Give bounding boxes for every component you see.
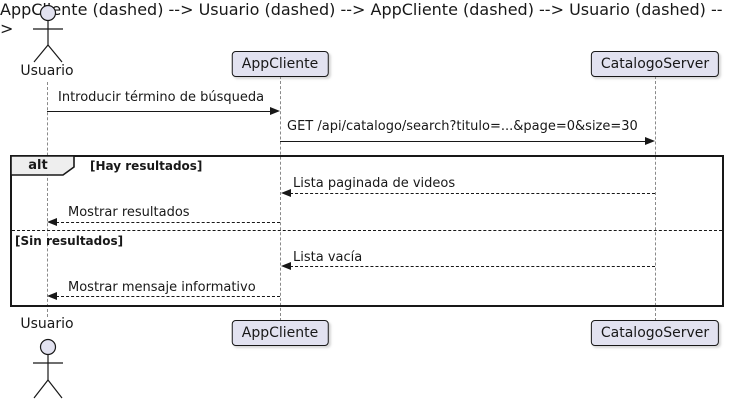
message-label-m2: GET /api/catalogo/search?titulo=...&page…	[287, 119, 638, 134]
participant-catalogoserver-bottom: CatalogoServer	[590, 320, 720, 346]
participant-appcliente-top: AppCliente	[231, 51, 329, 77]
alt-frame-pentagon-icon	[10, 155, 75, 176]
actor-usuario-label-bottom: Usuario	[20, 316, 74, 332]
arrowhead-right-icon	[270, 107, 280, 115]
message-arrow-m2	[280, 141, 646, 142]
lifeline-usuario	[47, 82, 48, 317]
message-arrow-m4	[56, 222, 280, 223]
participant-catalogoserver-top: CatalogoServer	[590, 51, 720, 77]
message-label-m1: Introducir término de búsqueda	[58, 90, 265, 105]
message-label-m5: Lista vacía	[293, 250, 363, 265]
arrowhead-left-icon	[281, 262, 291, 270]
message-arrow-m1	[47, 111, 271, 112]
message-label-m4: Mostrar resultados	[68, 205, 190, 220]
alt-frame: alt [Hay resultados] [Sin resultados]	[10, 155, 724, 307]
lifeline-appcliente	[280, 76, 281, 321]
arrowhead-left-icon	[47, 292, 57, 300]
lifeline-catalogoserver	[655, 76, 656, 321]
alt-frame-keyword: alt	[28, 158, 48, 173]
message-label-m3: Lista paginada de videos	[293, 176, 456, 191]
arrowhead-right-icon	[645, 137, 655, 145]
message-arrow-m6	[56, 296, 280, 297]
message-arrow-m3	[290, 193, 655, 194]
actor-usuario-icon	[33, 4, 63, 63]
actor-usuario-label-top: Usuario	[20, 63, 74, 79]
alt-else-divider	[12, 230, 722, 231]
message-arrow-m5	[290, 266, 655, 267]
actor-usuario-icon-bottom	[33, 338, 63, 399]
alt-guard-primary: [Hay resultados]	[90, 159, 203, 173]
alt-guard-else: [Sin resultados]	[15, 234, 124, 248]
arrowhead-left-icon	[281, 189, 291, 197]
arrowhead-left-icon	[47, 218, 57, 226]
message-label-m6: Mostrar mensaje informativo	[68, 280, 256, 295]
participant-appcliente-bottom: AppCliente	[231, 320, 329, 346]
